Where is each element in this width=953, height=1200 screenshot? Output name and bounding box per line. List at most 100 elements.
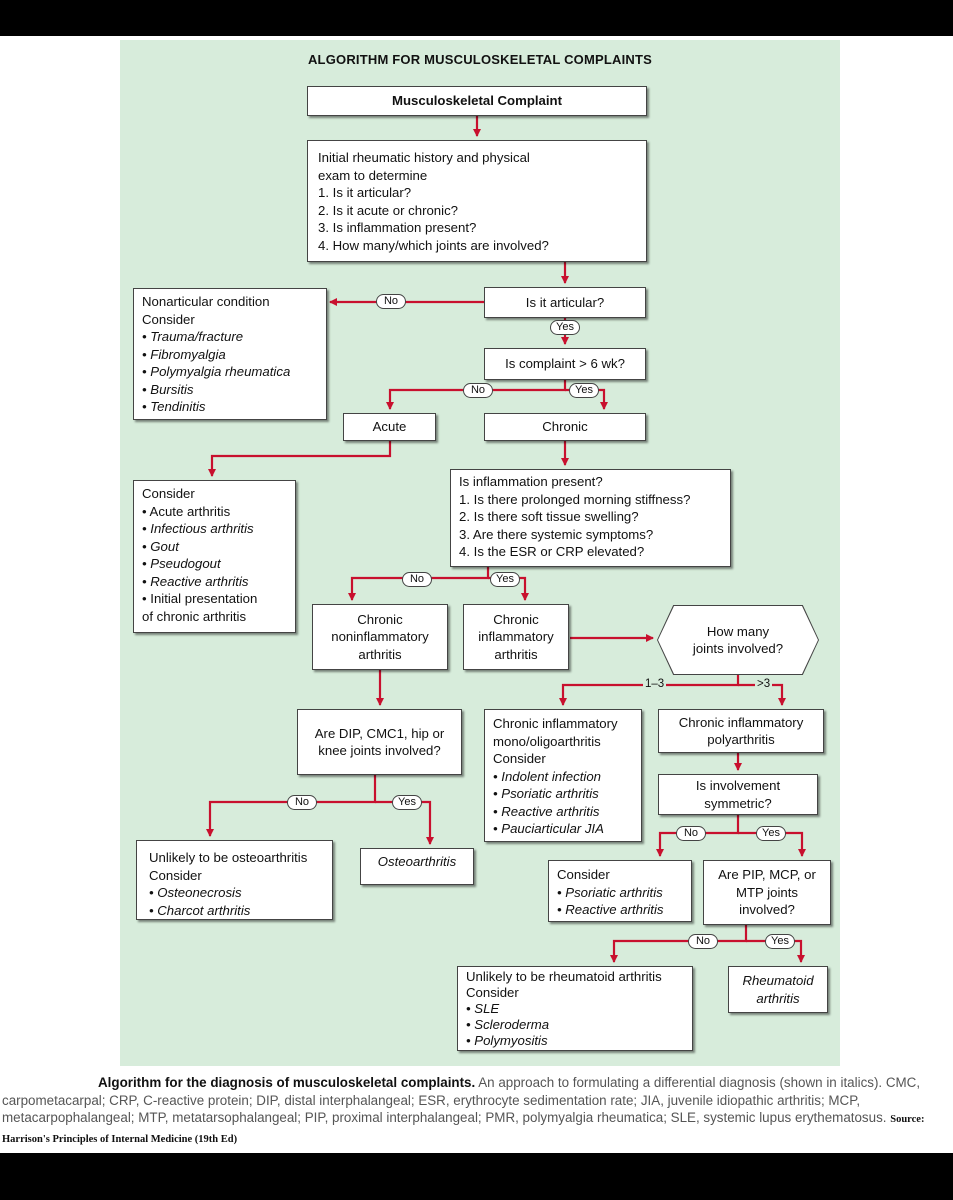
box-line: Are DIP, CMC1, hip or <box>314 725 445 741</box>
box-line: noninflammatory <box>331 629 429 645</box>
pill-dip-yes: Yes <box>392 795 422 810</box>
box-line: • SLE <box>466 1001 500 1016</box>
box-line: • Infectious arthritis <box>142 521 254 536</box>
box-line: Chronic inflammatory <box>493 716 618 731</box>
box-line: Consider <box>142 486 195 501</box>
box-line: Is inflammation present? <box>459 474 603 489</box>
box-line: • Acute arthritis <box>142 503 231 519</box>
box-line: • Osteonecrosis <box>149 885 242 900</box>
box-acute: Acute <box>343 413 436 441</box>
box-line: Consider <box>493 751 546 766</box>
box-line: arthritis <box>358 646 402 662</box>
box-psoriatic-reactive: Consider• Psoriatic arthritis• Reactive … <box>548 860 692 922</box>
box-line: Is involvement <box>695 778 781 793</box>
box-line: • Initial presentation <box>142 591 258 606</box>
box-line: • Psoriatic arthritis <box>493 786 599 801</box>
box-line: of chronic arthritis <box>142 608 247 624</box>
box-line: 1. Is there prolonged morning stiffness? <box>459 491 691 507</box>
box-initial-history: Initial rheumatic history and physical ex… <box>307 140 647 262</box>
pill-symmetric-no: No <box>676 826 706 841</box>
box-involvement-symmetric: Is involvement symmetric? <box>658 774 818 815</box>
box-line: exam to determine <box>318 167 428 183</box>
box-line: • Charcot arthritis <box>149 902 251 918</box>
arrow-pip-yes <box>746 939 805 963</box>
box-inflammation-present: Is inflammation present? 1. Is there prol… <box>450 469 731 567</box>
pill-pip-yes: Yes <box>765 934 795 949</box>
box-how-many-joints-fill: How many joints involved? <box>658 606 818 674</box>
box-line: Osteoarthritis <box>377 854 457 869</box>
box-line: 4. Is the ESR or CRP elevated? <box>459 544 645 559</box>
pill-articular-yes: Yes <box>550 320 580 335</box>
pill-inflammation-no: No <box>402 572 432 587</box>
box-line: 1. Is it articular? <box>318 185 412 200</box>
caption-body: An approach to formulating a differentia… <box>2 1075 921 1125</box>
box-line: Rheumatoid <box>742 973 814 988</box>
box-line: joints involved? <box>692 641 784 656</box>
flowchart-title: ALGORITHM FOR MUSCULOSKELETAL COMPLAINTS <box>307 52 653 67</box>
box-line: Chronic <box>493 611 539 627</box>
bottom-frame-bar <box>0 1153 953 1200</box>
box-line: Unlikely to be osteoarthritis <box>149 850 308 865</box>
arrow-acute-to-consider <box>208 441 392 477</box>
box-acute-consider: Consider • Acute arthritis • Infectious ar… <box>133 480 296 633</box>
pill-pip-no: No <box>688 934 718 949</box>
pill-articular-no: No <box>376 294 406 309</box>
box-line: Consider <box>466 985 519 1000</box>
figure-caption: Algorithm for the diagnosis of musculosk… <box>0 1074 953 1148</box>
box-line: Initial rheumatic history and physical <box>318 150 530 165</box>
box-line: Musculoskeletal Complaint <box>391 93 562 109</box>
box-line: arthritis <box>494 646 538 662</box>
arrow-howmany-more-than-three <box>738 683 786 706</box>
box-line: Consider <box>142 311 195 327</box>
box-line: 3. Are there systemic symptoms? <box>459 526 654 542</box>
box-line: • Trauma/fracture <box>142 329 244 344</box>
box-osteoarthritis: Osteoarthritis <box>360 848 474 885</box>
box-line: MTP joints <box>735 884 799 900</box>
box-line: arthritis <box>756 990 800 1006</box>
box-line: • Tendinitis <box>142 399 206 414</box>
box-musculoskeletal-complaint: Musculoskeletal Complaint <box>307 86 647 116</box>
box-is-articular: Is it articular? <box>484 287 646 318</box>
box-line: • Fibromyalgia <box>142 346 226 362</box>
box-line: • Polymyositis <box>466 1033 548 1048</box>
box-line: 3. Is inflammation present? <box>318 220 477 235</box>
box-complaint-6wk: Is complaint > 6 wk? <box>484 348 646 380</box>
box-line: inflammatory <box>478 629 554 645</box>
box-line: symmetric? <box>704 795 772 811</box>
box-line: • Reactive arthritis <box>493 803 600 819</box>
box-chronic: Chronic <box>484 413 646 441</box>
pill-sixwk-no: No <box>463 383 493 398</box>
box-line: Acute <box>372 419 407 435</box>
pill-sixwk-yes: Yes <box>569 383 599 398</box>
box-line: 4. How many/which joints are involved? <box>318 237 549 253</box>
box-line: • Pauciarticular JIA <box>493 821 604 836</box>
box-line: mono/oligoarthritis <box>493 733 601 749</box>
box-line: 2. Is there soft tissue swelling? <box>459 509 639 524</box>
top-frame-bar <box>0 0 953 36</box>
box-line: Is complaint > 6 wk? <box>505 356 625 372</box>
arrow-pip-no <box>610 925 748 963</box>
pill-symmetric-yes: Yes <box>756 826 786 841</box>
box-line: • Indolent infection <box>493 768 601 784</box>
box-line: • Gout <box>142 538 179 554</box>
box-line: Are PIP, MCP, or <box>718 867 816 883</box>
box-line: Unlikely to be rheumatoid arthritis <box>466 969 662 984</box>
box-line: • Pseudogout <box>142 556 221 571</box>
box-rheumatoid-arthritis: Rheumatoid arthritis <box>728 966 828 1013</box>
box-line: • Reactive arthritis <box>142 573 249 589</box>
box-line: Is it articular? <box>525 294 605 310</box>
box-line: • Scleroderma <box>466 1017 550 1032</box>
box-line: Chronic <box>542 419 588 435</box>
box-line: How many <box>706 623 770 639</box>
pill-dip-no: No <box>287 795 317 810</box>
box-line: Nonarticular condition <box>142 294 270 309</box>
box-line: 2. Is it acute or chronic? <box>318 202 459 218</box>
